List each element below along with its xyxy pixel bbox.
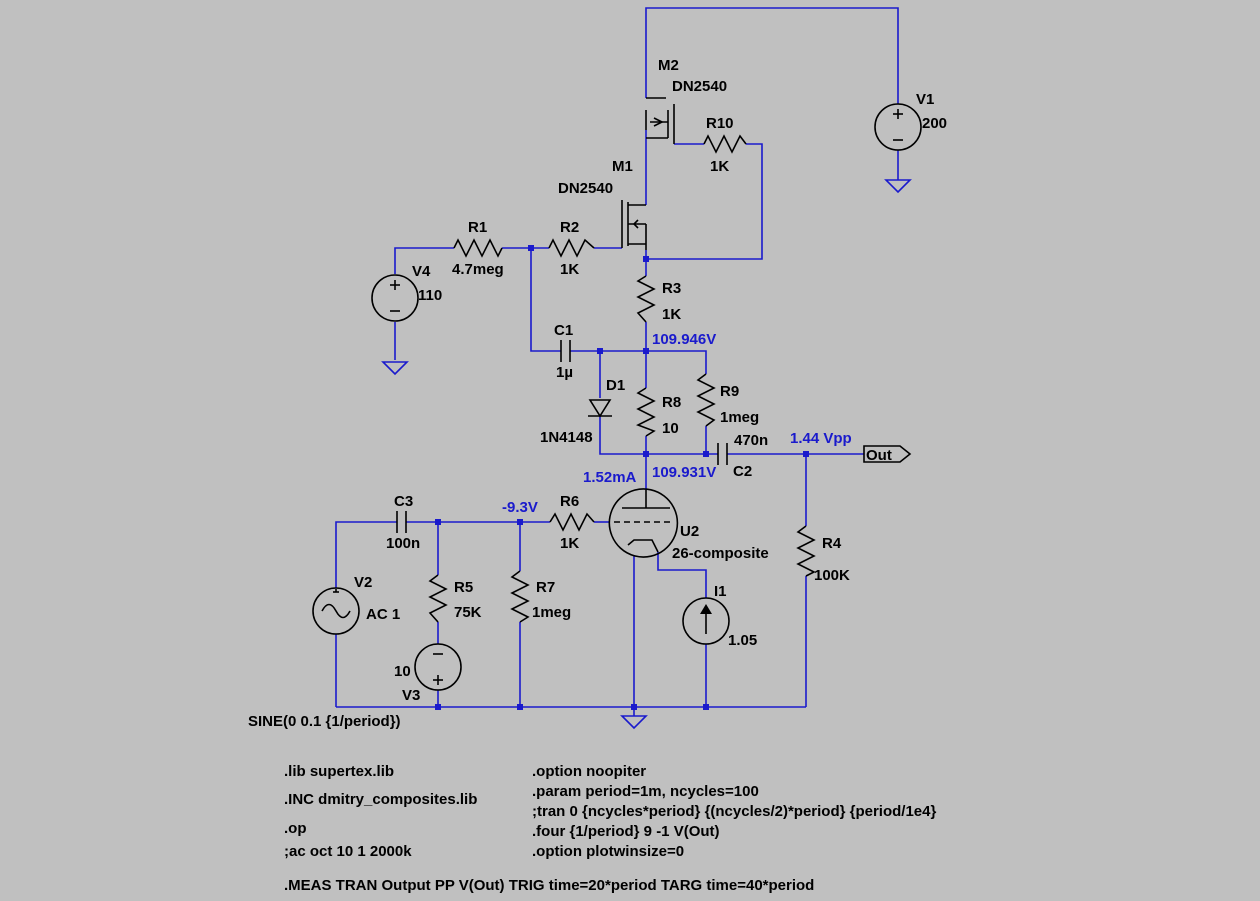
directive-right-1: .option noopiter [532, 763, 646, 780]
v3-ref: V3 [402, 687, 420, 704]
directive-left-1: .lib supertex.lib [284, 763, 394, 780]
diode-d1 [588, 399, 612, 418]
directive-right-5: .option plotwinsize=0 [532, 843, 684, 860]
ac-source-v2 [312, 587, 360, 635]
voltage-source-v1 [874, 103, 922, 151]
c1-ref: C1 [554, 322, 573, 339]
voltage-source-v3 [414, 643, 462, 691]
r2-value: 1K [560, 261, 579, 278]
directive-left-4: ;ac oct 10 1 2000k [284, 843, 412, 860]
v4-value: 110 [418, 287, 442, 304]
directive-right-3: ;tran 0 {ncycles*period} {(ncycles/2)*pe… [532, 803, 936, 820]
m2-value: DN2540 [672, 78, 727, 95]
r6-value: 1K [560, 535, 579, 552]
v3-value: 10 [394, 663, 411, 680]
directive-right-4: .four {1/period} 9 -1 V(Out) [532, 823, 720, 840]
r4-ref: R4 [822, 535, 842, 552]
r3-value: 1K [662, 306, 681, 323]
voltage-source-v4 [371, 274, 419, 322]
wires [335, 7, 899, 716]
measurement-annotations: 109.946V 109.931V 1.44 Vpp 1.52mA -9.3V [502, 331, 852, 516]
spice-directives: .lib supertex.lib .INC dmitry_composites… [284, 763, 936, 894]
output-vpp: 1.44 Vpp [790, 430, 852, 447]
r6-ref: R6 [560, 493, 579, 510]
v2-value: AC 1 [366, 606, 400, 623]
directive-left-2: .INC dmitry_composites.lib [284, 791, 477, 808]
directive-right-2: .param period=1m, ncycles=100 [532, 783, 759, 800]
r10-ref: R10 [706, 115, 734, 132]
r4-value: 100K [814, 567, 850, 584]
c3-ref: C3 [394, 493, 413, 510]
grid-voltage: -9.3V [502, 499, 538, 516]
r5-value: 75K [454, 604, 482, 621]
r9-ref: R9 [720, 383, 739, 400]
net-label-out-text: Out [866, 447, 892, 464]
directive-meas: .MEAS TRAN Output PP V(Out) TRIG time=20… [284, 877, 814, 894]
v4-ref: V4 [412, 263, 431, 280]
c1-value: 1µ [556, 364, 573, 381]
v1-value: 200 [922, 115, 947, 132]
c2-value: 470n [734, 432, 768, 449]
m1-value: DN2540 [558, 180, 613, 197]
r3-ref: R3 [662, 280, 681, 297]
net-label-out: Out [863, 445, 912, 464]
v2-sine-spec: SINE(0 0.1 {1/period}) [248, 713, 401, 730]
r7-ref: R7 [536, 579, 555, 596]
m1-ref: M1 [612, 158, 633, 175]
r7-value: 1meg [532, 604, 571, 621]
component-labels: M2 DN2540 M1 DN2540 V1 200 R10 1K R1 4.7… [248, 57, 947, 730]
d1-ref: D1 [606, 377, 625, 394]
d1-value: 1N4148 [540, 429, 593, 446]
node-voltage-plate: 109.931V [652, 464, 716, 481]
mosfet-m2 [645, 97, 675, 144]
i1-ref: I1 [714, 583, 727, 600]
r8-value: 10 [662, 420, 679, 437]
r1-value: 4.7meg [452, 261, 504, 278]
v1-ref: V1 [916, 91, 934, 108]
node-voltage-top: 109.946V [652, 331, 716, 348]
r1-ref: R1 [468, 219, 487, 236]
v2-ref: V2 [354, 574, 372, 591]
r5-ref: R5 [454, 579, 473, 596]
plate-current: 1.52mA [583, 469, 637, 486]
m2-ref: M2 [658, 57, 679, 74]
triode-u2 [608, 488, 679, 558]
resistors [428, 134, 816, 623]
u2-value: 26-composite [672, 545, 769, 562]
c3-value: 100n [386, 535, 420, 552]
r2-ref: R2 [560, 219, 579, 236]
i1-value: 1.05 [728, 632, 757, 649]
directive-left-3: .op [284, 820, 307, 837]
r9-value: 1meg [720, 409, 759, 426]
capacitors [396, 340, 728, 533]
junction-dots [435, 245, 809, 710]
mosfet-m1 [621, 200, 647, 250]
r10-value: 1K [710, 158, 729, 175]
c2-ref: C2 [733, 463, 752, 480]
current-source-i1 [682, 597, 730, 645]
r8-ref: R8 [662, 394, 681, 411]
u2-ref: U2 [680, 523, 699, 540]
ground-symbols [381, 179, 912, 730]
